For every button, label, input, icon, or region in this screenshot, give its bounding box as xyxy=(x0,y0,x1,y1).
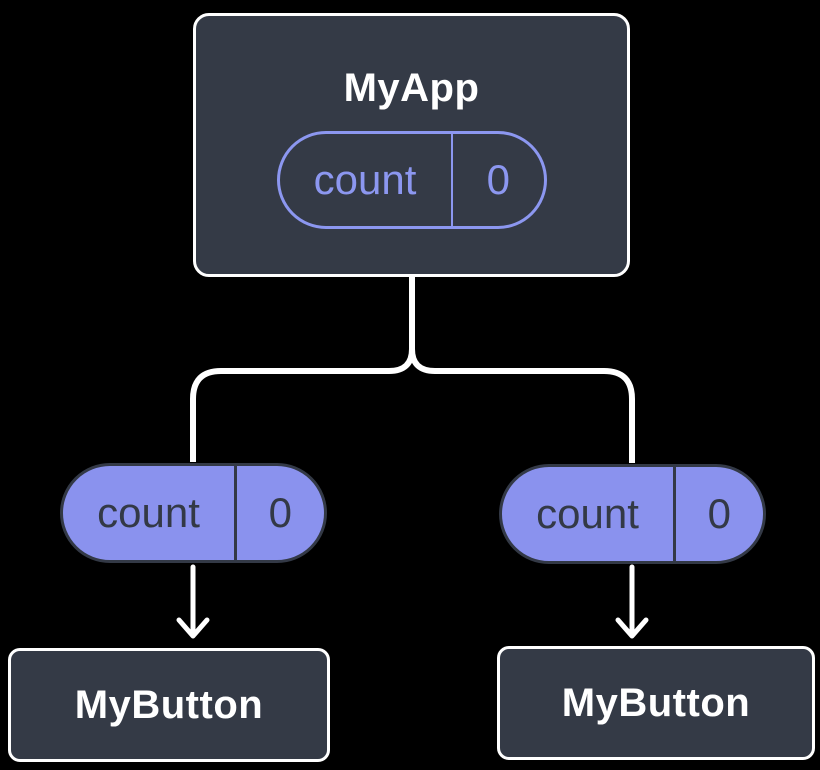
pill-divider xyxy=(673,467,676,561)
prop-name: count xyxy=(97,489,200,536)
branch-line-left xyxy=(190,277,415,462)
branch-line-right xyxy=(409,277,635,463)
prop-name: count xyxy=(536,490,639,537)
arrow-down-left xyxy=(176,564,210,639)
state-value: 0 xyxy=(486,156,510,203)
arrow-down-right xyxy=(615,564,649,639)
component-title: MyButton xyxy=(74,683,264,727)
prop-pill-right: count 0 xyxy=(499,464,766,564)
state-pill: count 0 xyxy=(276,131,547,229)
state-name: count xyxy=(313,156,417,203)
component-node-myapp: MyApp count 0 xyxy=(193,13,630,277)
component-title: MyApp xyxy=(343,66,480,110)
component-title: MyButton xyxy=(561,681,751,725)
component-node-mybutton-right: MyButton xyxy=(497,646,815,760)
prop-value: 0 xyxy=(707,490,731,537)
pill-divider xyxy=(234,466,237,560)
prop-pill-left: count 0 xyxy=(60,463,327,563)
prop-value: 0 xyxy=(268,489,292,536)
component-node-mybutton-left: MyButton xyxy=(8,648,330,762)
pill-divider xyxy=(450,134,453,226)
